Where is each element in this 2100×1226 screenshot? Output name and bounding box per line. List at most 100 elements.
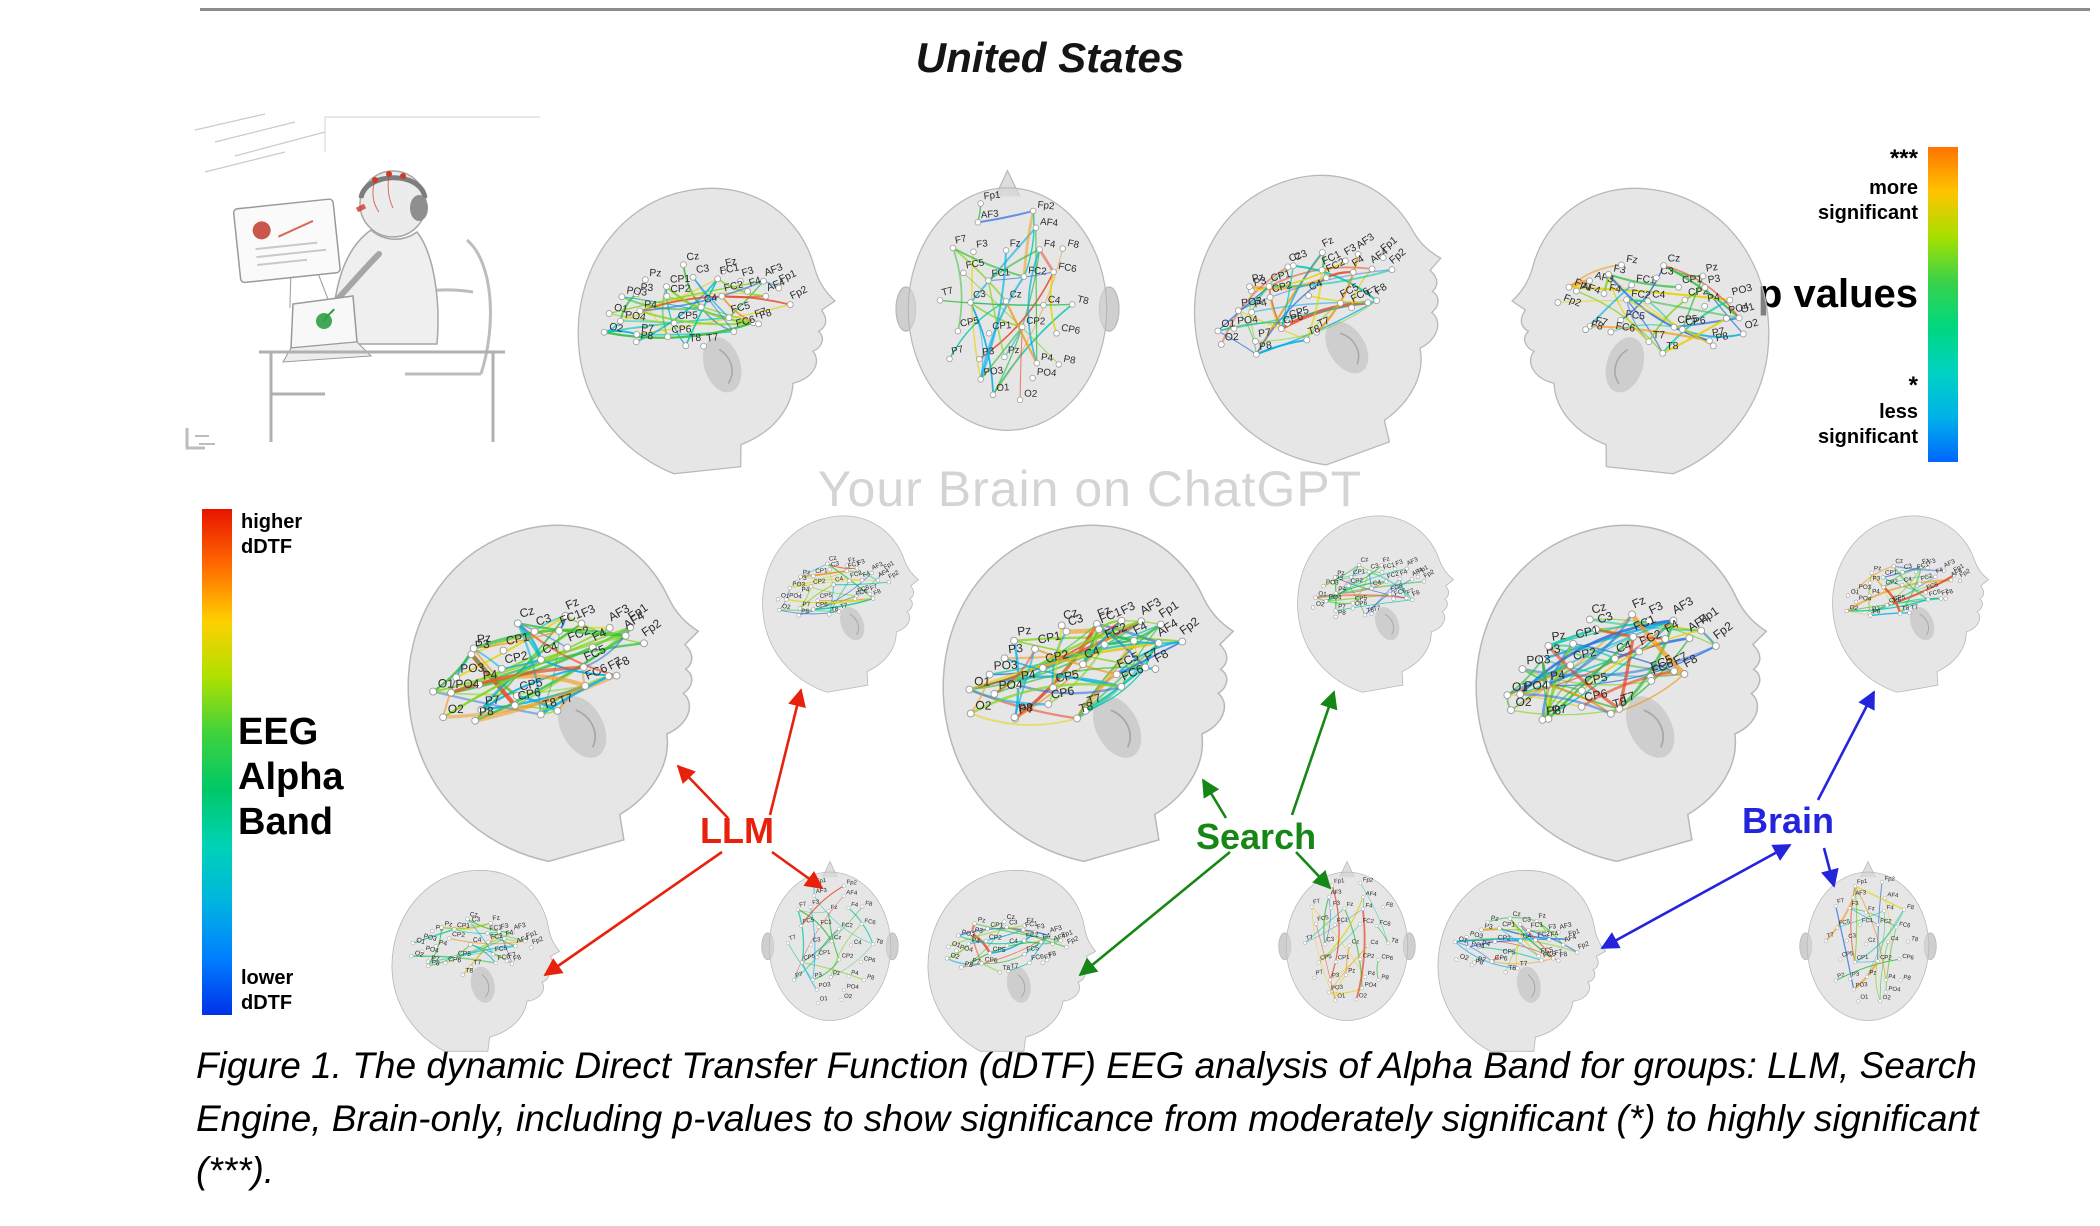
electrode-dot [1038, 939, 1044, 945]
electrode-dot [1002, 298, 1010, 305]
electrode-dot [871, 596, 876, 601]
electrode-dot [841, 894, 846, 899]
electrode-dot [1882, 908, 1887, 913]
electrode-dot [1350, 606, 1355, 611]
electrode-label: CP1 [1036, 628, 1062, 646]
electrode-label: C4 [473, 937, 482, 944]
electrode-label: Pz [1874, 565, 1882, 572]
electrode-dot [1333, 998, 1338, 1003]
electrode-label: Pz [977, 916, 986, 924]
electrode-label: O1 [1337, 993, 1346, 1000]
electrode-dot [577, 619, 586, 628]
electrode-dot [1358, 957, 1363, 962]
electrode-label: Cz [1360, 556, 1369, 564]
electrode-dot [1253, 350, 1260, 358]
ddtf-colorbar [202, 509, 232, 1015]
electrode-label: P4 [1888, 974, 1897, 981]
electrode-dot [433, 944, 439, 949]
electrode-dot [1404, 566, 1409, 571]
electrode-label: AF4 [846, 890, 858, 897]
electrode-dot [1376, 957, 1381, 962]
electrode-label: C4 [1370, 940, 1379, 947]
desk-sketch [259, 350, 505, 442]
electrode-label: AF3 [1049, 925, 1063, 935]
electrode-dot [1374, 923, 1379, 928]
eeg-head-brain-side-small: Fp1Fp2AF3AF4F7F3FzF4F8FC5FC1FC2FC6T7C3Cz… [1832, 515, 1990, 693]
electrode-label: C3 [1848, 933, 1857, 940]
electrode-dot [798, 574, 803, 579]
electrode-dot [1302, 941, 1307, 945]
electrode-dot [1031, 645, 1039, 653]
electrode-label: FC6 [1057, 261, 1078, 275]
electrode-dot [1057, 621, 1066, 630]
electrode-label: P8 [964, 961, 974, 970]
electrode-label: O2 [975, 698, 992, 713]
person-at-computer-sketch [185, 113, 540, 450]
electrode-label: Pz [649, 268, 661, 279]
electrode-label: C4 [835, 575, 845, 584]
electrode-dot [1415, 574, 1421, 579]
electrode-label: O2 [1882, 995, 1891, 1002]
electrode-dot [976, 355, 983, 363]
electrode-label: F3 [1343, 242, 1359, 258]
top-divider-rule [200, 8, 2090, 11]
electrode-dot [426, 963, 431, 969]
electrode-label: F4 [1043, 238, 1056, 250]
electrode-label: FC2 [1537, 931, 1551, 940]
electrode-label: Fz [1625, 254, 1638, 267]
electrode-label: Cz [1895, 557, 1904, 565]
electrode-dot [1542, 681, 1551, 689]
electrode-dot [509, 961, 515, 966]
electrode-label: P7 [484, 693, 500, 708]
electrode-dot [1628, 281, 1636, 289]
electrode-label: F8 [1152, 646, 1171, 665]
electrode-dot [499, 646, 508, 655]
electrode-dot [633, 331, 641, 338]
electrode-dot [529, 945, 534, 950]
electrode-dot [784, 597, 789, 602]
electrode-dot [1384, 579, 1389, 584]
electrode-label: F4 [505, 929, 514, 938]
electrode-label: FC6 [1379, 920, 1392, 928]
electrode-label: AF4 [1053, 933, 1067, 943]
electrode-dot [1534, 918, 1539, 924]
electrode-label: P7 [795, 972, 804, 980]
electrode-label: O1 [613, 302, 629, 315]
electrode-dot [1607, 328, 1615, 336]
electrode-dot [826, 909, 831, 914]
electrode-dot [1350, 601, 1355, 606]
electrode-label: CP6 [815, 601, 828, 609]
electrode-dot [1533, 937, 1538, 943]
eeg-head-llm-side-small: Fp1Fp2AF3AF4F7F3FzF4F8FC5FC1FC2FC6T7C3Cz… [762, 515, 920, 693]
group-label-brain: Brain [1742, 800, 1835, 841]
electrode-dot [1833, 978, 1838, 983]
electrode-label: O2 [1024, 388, 1038, 400]
electrode-dot [1726, 296, 1734, 304]
electrode-label: PO4 [846, 984, 859, 991]
electrode-label: FC2 [1386, 570, 1400, 580]
electrode-label: C3 [1326, 937, 1335, 944]
electrode-label: T8 [1901, 605, 1910, 613]
electrode-dot [1629, 632, 1638, 641]
electrode-label: PO4 [1237, 314, 1259, 327]
electrode-dot [1002, 247, 1010, 254]
electrode-label: F7 [1671, 649, 1690, 668]
electrode-label: O1 [1512, 680, 1529, 694]
electrode-label: F7 [1594, 315, 1609, 329]
electrode-label: Fp1 [1061, 929, 1074, 939]
electrode-label: Pz [476, 631, 492, 647]
electrode-dot [1373, 297, 1380, 304]
electrode-label: CP2 [1572, 645, 1598, 663]
electrode-dot [1030, 207, 1037, 215]
electrode-dot [1346, 583, 1351, 588]
electrode-label: CP6 [863, 956, 876, 964]
electrode-label: F4 [1662, 616, 1681, 635]
electrode-label: P3 [1335, 575, 1343, 582]
electrode-label: C4 [1652, 289, 1666, 301]
electrode-label: P8 [1018, 700, 1034, 715]
electrode-label: O1 [1318, 590, 1328, 598]
electrode-label: T7 [1085, 690, 1103, 708]
electrode-dot [1652, 274, 1660, 282]
electrode-label: F4 [1042, 933, 1051, 942]
electrode-dot [1130, 636, 1138, 645]
